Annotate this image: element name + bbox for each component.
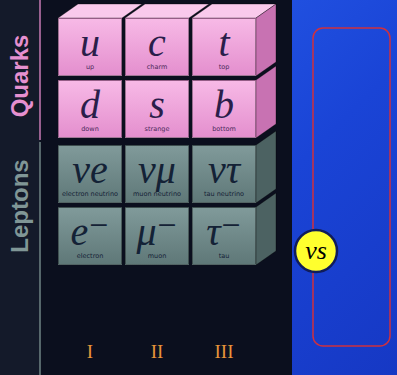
particle-cube: bbottom [192, 80, 256, 138]
particle-symbol: νμ [138, 150, 176, 190]
empty-frame [313, 28, 390, 346]
particle-symbol: t [218, 23, 229, 63]
particle-symbol: e⁻ [71, 212, 110, 252]
particle-cube: ντtau neutrino [192, 145, 256, 203]
quark-rule [39, 0, 41, 140]
particle-symbol: c [148, 23, 166, 63]
circle-shape [295, 230, 337, 272]
particle-symbol: νe [72, 150, 108, 190]
particle-symbol: ντ [208, 150, 240, 190]
particle-name: top [219, 64, 230, 71]
particle-name: muon neutrino [133, 191, 181, 198]
cube-side [256, 4, 276, 76]
sterile-neutrino-circle: νs [293, 228, 339, 274]
cube-side [256, 131, 276, 203]
particle-name: charm [147, 64, 168, 71]
particle-cube: ccharm [125, 18, 189, 76]
particle-cube: sstrange [125, 80, 189, 138]
generation-number: III [215, 341, 234, 363]
cube-side [256, 66, 276, 138]
particle-name: tau [219, 253, 230, 260]
particle-name: strange [145, 126, 170, 133]
table-ground [0, 0, 292, 375]
particle-name: electron [77, 253, 104, 260]
particle-name: electron neutrino [62, 191, 118, 198]
particle-cube: uup [58, 18, 122, 76]
particle-name: muon [148, 253, 167, 260]
particle-cube: ttop [192, 18, 256, 76]
particle-cube: νeelectron neutrino [58, 145, 122, 203]
generation-number: I [87, 341, 93, 363]
particle-name: up [86, 64, 94, 71]
particle-cube: νμmuon neutrino [125, 145, 189, 203]
particle-symbol: b [214, 85, 234, 125]
particle-symbol: u [80, 23, 100, 63]
row-group-label: Quarks [6, 35, 34, 118]
lepton-rule [39, 142, 41, 375]
particle-cube: ddown [58, 80, 122, 138]
particle-cube: τ⁻tau [192, 207, 256, 265]
particle-name: bottom [212, 126, 236, 133]
particle-name: down [81, 126, 99, 133]
generation-number: II [151, 341, 164, 363]
side-strip [0, 0, 40, 375]
row-group-label: Leptons [6, 159, 34, 252]
particle-symbol: τ⁻ [206, 212, 241, 252]
cube-side [256, 193, 276, 265]
particle-symbol: μ⁻ [136, 212, 177, 252]
particle-cube: e⁻electron [58, 207, 122, 265]
particle-cube: μ⁻muon [125, 207, 189, 265]
particle-symbol: d [80, 85, 100, 125]
particle-name: tau neutrino [204, 191, 244, 198]
particle-symbol: s [149, 85, 165, 125]
particle-symbol: νs [305, 238, 327, 264]
